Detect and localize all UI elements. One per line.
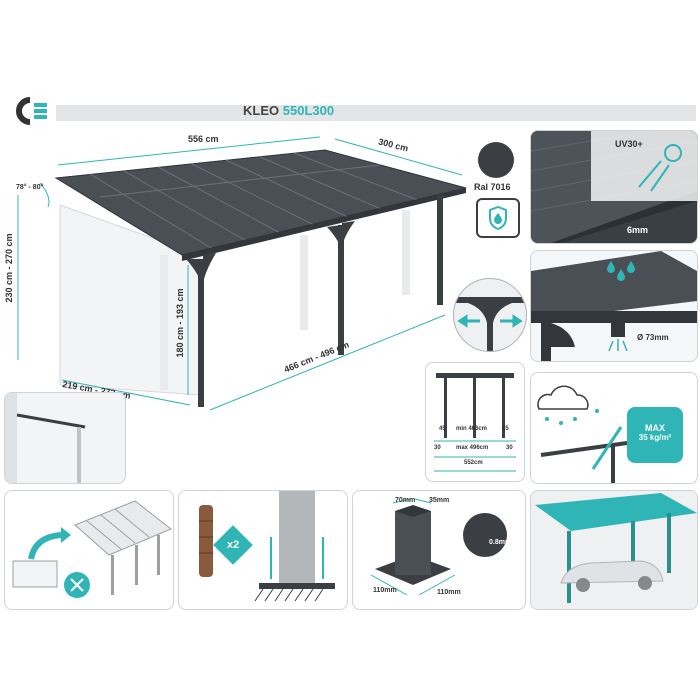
bracket-detail bbox=[453, 278, 527, 352]
panel-drain: Ø 73mm bbox=[530, 250, 698, 362]
base-side1: 110mm bbox=[373, 587, 397, 594]
panel-wall-side bbox=[4, 392, 126, 484]
page-title: KLEO 550L300 bbox=[243, 103, 334, 118]
snow-max: MAX bbox=[645, 423, 665, 433]
title-model: KLEO bbox=[243, 103, 280, 118]
panel-carport-scene bbox=[530, 490, 698, 610]
post-outer-mid: max 496cm bbox=[456, 445, 489, 451]
weight-icon: MAX 35 kg/m² bbox=[627, 407, 683, 463]
color-badge: Ral 7016 bbox=[470, 138, 524, 248]
panel-assembly bbox=[4, 490, 174, 610]
post-inner-right: 45 bbox=[502, 426, 509, 432]
dim-height-front: 180 cm - 193 cm bbox=[175, 288, 185, 358]
post-total: 552cm bbox=[464, 460, 483, 466]
post-inner-left: 45 bbox=[439, 426, 446, 432]
title-bar bbox=[56, 105, 696, 121]
bracket-icon bbox=[454, 297, 526, 351]
base-w1: 70mm bbox=[395, 497, 416, 504]
panel-base-plate: 70mm 35mm 0.8mm 110mm 110mm bbox=[352, 490, 526, 610]
panel-anchors: x2 bbox=[178, 490, 348, 610]
anchor-bolt-icon bbox=[199, 505, 213, 577]
base-w2: 35mm bbox=[429, 497, 450, 504]
uv-label: UV30+ bbox=[615, 139, 643, 149]
title-code: 550L300 bbox=[282, 103, 335, 118]
ce-logo-icon bbox=[16, 97, 47, 125]
color-swatch bbox=[478, 142, 514, 178]
profile-detail-icon bbox=[463, 513, 507, 557]
main-pergola-drawing bbox=[17, 136, 467, 411]
panel-uv: UV30+ 6mm bbox=[530, 130, 698, 244]
panel-snow-load: MAX 35 kg/m² bbox=[530, 372, 698, 484]
color-label: Ral 7016 bbox=[474, 182, 511, 192]
base-thickness: 0.8mm bbox=[489, 539, 512, 546]
car-icon bbox=[560, 560, 664, 584]
sun-icon bbox=[664, 144, 682, 162]
post-outer-left: 30 bbox=[434, 445, 441, 451]
anchor-count: x2 bbox=[226, 539, 240, 551]
dim-height-total: 230 cm - 270 cm bbox=[4, 233, 14, 303]
shield-drop-icon bbox=[489, 206, 507, 230]
brand-logo bbox=[10, 96, 50, 126]
drain-diameter: Ø 73mm bbox=[637, 333, 669, 342]
cloud-icon bbox=[537, 385, 589, 410]
thickness-label: 6mm bbox=[627, 225, 649, 235]
post-outer-right: 30 bbox=[506, 445, 513, 451]
panel-post-dims: 45 min 466cm 45 30 max 496cm 30 552cm bbox=[425, 362, 525, 482]
snow-load: 35 kg/m² bbox=[638, 433, 672, 442]
dim-width: 556 cm bbox=[188, 134, 219, 144]
base-side2: 110mm bbox=[437, 589, 461, 596]
dim-angle: 78° - 80° bbox=[16, 184, 44, 191]
waterproof-badge bbox=[476, 198, 520, 238]
post-inner-mid: min 466cm bbox=[456, 426, 488, 432]
